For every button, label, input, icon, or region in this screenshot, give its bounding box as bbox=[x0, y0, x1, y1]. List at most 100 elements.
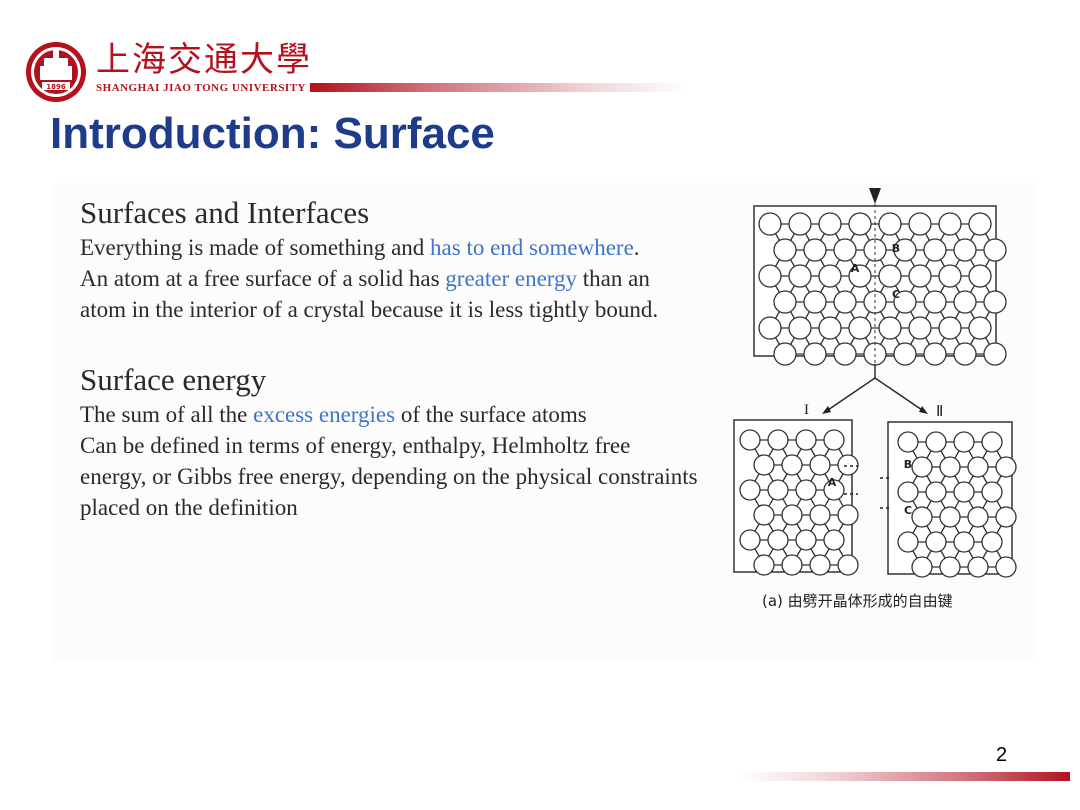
lattice-atom bbox=[953, 481, 975, 503]
lattice-atom bbox=[753, 504, 775, 526]
lattice-atom bbox=[823, 529, 845, 551]
atom-label-a: A bbox=[851, 262, 860, 275]
lattice-atom bbox=[968, 264, 992, 288]
text-run: . bbox=[633, 235, 640, 260]
page-number: 2 bbox=[996, 744, 1008, 766]
lattice-atom bbox=[833, 342, 857, 366]
lattice-atom bbox=[953, 531, 975, 553]
lattice-atom bbox=[953, 431, 975, 453]
section-heading: Surface energy bbox=[80, 362, 267, 397]
lattice-atom bbox=[897, 531, 919, 553]
lattice-atom bbox=[739, 429, 761, 451]
lattice-atom bbox=[848, 316, 872, 340]
lattice-atom bbox=[995, 506, 1017, 528]
page-title: Introduction: Surface bbox=[50, 109, 495, 158]
lattice-atom bbox=[893, 238, 917, 262]
lattice-atom bbox=[878, 264, 902, 288]
text-run: An atom at a free surface of a solid has bbox=[80, 266, 446, 291]
lattice-atom bbox=[848, 212, 872, 236]
university-name-en: SHANGHAI JIAO TONG UNIVERSITY bbox=[96, 82, 306, 94]
lattice-atom bbox=[803, 342, 827, 366]
cleavage-marker-icon bbox=[869, 188, 881, 204]
lattice-atom bbox=[911, 456, 933, 478]
lattice-atom bbox=[758, 212, 782, 236]
lattice-atom bbox=[911, 506, 933, 528]
atom-label-c: C bbox=[892, 288, 900, 301]
highlight-text: excess energies bbox=[253, 402, 396, 427]
lattice-atom bbox=[983, 342, 1007, 366]
lattice-atom bbox=[938, 212, 962, 236]
lattice-atom bbox=[803, 238, 827, 262]
lattice-atom bbox=[897, 481, 919, 503]
lattice-atom bbox=[833, 290, 857, 314]
arrowhead-right-icon bbox=[919, 406, 928, 414]
lattice-atom bbox=[939, 556, 961, 578]
lattice-atom bbox=[923, 342, 947, 366]
arrow-right bbox=[874, 377, 926, 413]
lattice-atom bbox=[923, 238, 947, 262]
lattice-atom bbox=[938, 264, 962, 288]
lattice-atom bbox=[967, 506, 989, 528]
lattice-atom bbox=[923, 290, 947, 314]
lattice-atom bbox=[818, 316, 842, 340]
text-run: Everything is made of something and bbox=[80, 235, 431, 260]
lattice-atom bbox=[781, 504, 803, 526]
atom-label-a: A bbox=[828, 476, 837, 489]
lattice-atom bbox=[878, 316, 902, 340]
lattice-atom bbox=[908, 316, 932, 340]
lattice-atom bbox=[795, 479, 817, 501]
text-run: The sum of all the bbox=[80, 402, 254, 427]
crystal-cleavage-figure: A B C I Ⅱ A B C bbox=[733, 188, 1017, 578]
lattice-atom bbox=[981, 481, 1003, 503]
lattice-atom bbox=[773, 342, 797, 366]
figure-caption: (a) 由劈开晶体形成的自由键 bbox=[762, 592, 953, 610]
lattice-atom bbox=[788, 212, 812, 236]
paragraph: The sum of all the excess energies of th… bbox=[80, 399, 700, 430]
lattice-atom bbox=[833, 238, 857, 262]
lattice-atom bbox=[773, 238, 797, 262]
lattice-atom bbox=[878, 212, 902, 236]
lattice-atom bbox=[809, 454, 831, 476]
lattice-atom bbox=[795, 429, 817, 451]
lattice-atom bbox=[938, 316, 962, 340]
atom-label-c: C bbox=[904, 504, 912, 517]
lattice-bottom bbox=[739, 429, 1017, 578]
lattice-atom bbox=[967, 456, 989, 478]
arrow-left bbox=[824, 377, 876, 413]
lattice-atom bbox=[983, 290, 1007, 314]
lattice-atom bbox=[995, 456, 1017, 478]
lattice-atom bbox=[739, 479, 761, 501]
lattice-atom bbox=[925, 481, 947, 503]
lattice-atom bbox=[809, 504, 831, 526]
lattice-atom bbox=[837, 504, 859, 526]
lattice-atom bbox=[758, 264, 782, 288]
lattice-atom bbox=[893, 290, 917, 314]
lattice-atom bbox=[803, 290, 827, 314]
lattice-atom bbox=[848, 264, 872, 288]
lattice-atom bbox=[911, 556, 933, 578]
highlight-text: has to end somewhere bbox=[430, 235, 634, 260]
lattice-atom bbox=[823, 429, 845, 451]
text-run: than an atom in the interior of a crysta… bbox=[80, 266, 659, 322]
lattice-atom bbox=[788, 264, 812, 288]
footer-gradient-bar bbox=[740, 772, 1070, 781]
atom-label-b: B bbox=[892, 242, 900, 255]
lattice-atom bbox=[953, 342, 977, 366]
lattice-atom bbox=[893, 342, 917, 366]
paragraph: Everything is made of something and has … bbox=[80, 232, 700, 263]
lattice-atom bbox=[983, 238, 1007, 262]
lattice-atom bbox=[925, 431, 947, 453]
lattice-atom bbox=[897, 431, 919, 453]
lattice-atom bbox=[753, 454, 775, 476]
lattice-atom bbox=[908, 264, 932, 288]
branch-label-i: I bbox=[804, 402, 809, 418]
section-surfaces-interfaces: Surfaces and Interfaces Everything is ma… bbox=[80, 194, 700, 325]
lattice-atom bbox=[753, 554, 775, 576]
lattice-atom bbox=[809, 554, 831, 576]
lattice-atom bbox=[981, 531, 1003, 553]
header-gradient-bar bbox=[310, 83, 690, 92]
lattice-atom bbox=[795, 529, 817, 551]
lattice-atom bbox=[781, 554, 803, 576]
atom-label-b: B bbox=[904, 458, 912, 471]
lattice-atom bbox=[837, 454, 859, 476]
